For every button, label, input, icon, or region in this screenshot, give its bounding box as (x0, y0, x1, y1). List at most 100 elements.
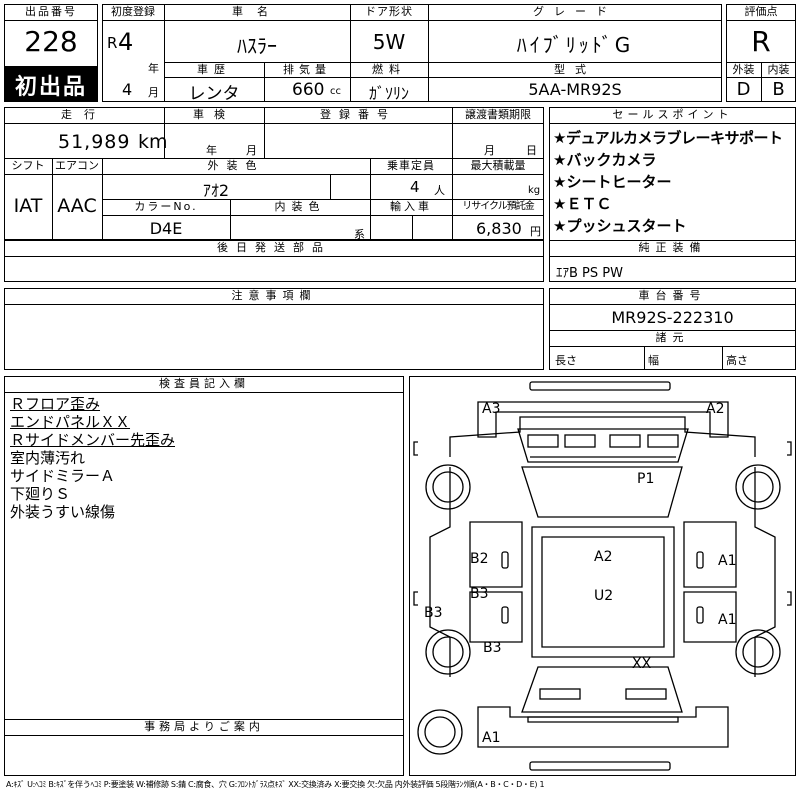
car-name: ﾊｽﾗｰ (237, 34, 277, 58)
sales-point-item: ★デュアルカメラブレーキサポート (553, 129, 783, 147)
shift-label: シフト (11, 159, 45, 172)
damage-mark: B3 (483, 640, 502, 656)
score: R (751, 25, 771, 58)
displacement-unit: cc (330, 86, 341, 97)
notes-box (4, 288, 544, 370)
damage-mark: A1 (718, 612, 737, 628)
recycle-unit: 円 (530, 225, 541, 238)
spec-length: 長さ (555, 354, 577, 367)
int-color-label: 内装色 (274, 200, 326, 213)
recycle-fee: 6,830 (476, 219, 522, 238)
car-name-label: 車名 (232, 5, 282, 18)
sales-points-list: ★デュアルカメラブレーキサポート ★バックカメラ ★シートヒーター ★ＥＴＣ ★… (549, 127, 796, 239)
recycle-label: リサイクル預託金 (462, 201, 535, 212)
reg-year-unit: 年 (148, 62, 159, 75)
max-load-label: 最大積載量 (470, 159, 526, 172)
reg-number-label: 登録番号 (320, 108, 396, 121)
details-box (4, 107, 544, 240)
door-label: ドア形状 (365, 5, 413, 18)
history: レンタ (188, 84, 240, 104)
specs-label: 諸元 (655, 331, 690, 344)
inspection-year-unit: 年 (206, 144, 217, 157)
legend-text: A:ｷｽﾞ U:ﾍｺﾐ B:ｷｽﾞを伴うﾍｺﾐ P:要塗装 W:補修跡 S:錆 … (6, 780, 545, 789)
ac-label: エアコン (55, 159, 99, 172)
door: 5W (372, 30, 406, 54)
sales-points-box (549, 107, 796, 282)
spec-width: 幅 (648, 354, 659, 367)
damage-mark: XX (632, 656, 652, 672)
transfer-month-unit: 月 (484, 144, 495, 157)
sales-points-label: セールスポイント (612, 108, 733, 121)
inspector-line: Ｒフロア歪み (10, 395, 101, 413)
inspector-line: 室内薄汚れ (10, 449, 86, 467)
inspection-month-unit: 月 (246, 144, 257, 157)
damage-diagram: A3 A2 P1 B2 A2 A1 B3 U2 A1 B3 B3 XX A1 (409, 376, 796, 776)
sales-point-item: ★ＥＴＣ (553, 195, 612, 213)
sales-point-item: ★シートヒーター (553, 173, 672, 191)
model-label: 型式 (554, 63, 596, 76)
color-no-label: カラーNo. (134, 200, 198, 213)
reg-year: 4 (118, 28, 134, 56)
first-listing-label: 初出品 (14, 75, 87, 100)
car-diagram-svg (413, 381, 792, 771)
mileage-unit: km (138, 131, 168, 153)
transfer-deadline-label: 譲渡書類期限 (465, 108, 531, 121)
sales-point-item: ★プッシュスタート (553, 217, 687, 235)
chassis-number: MR92S-222310 (611, 308, 734, 327)
reg-month-unit: 月 (148, 86, 159, 99)
damage-mark: A3 (482, 401, 501, 417)
spec-height: 高さ (726, 354, 748, 367)
exterior-label: 外装 (732, 63, 755, 76)
score-label: 評価点 (744, 5, 778, 18)
office-label: 事務局よりご案内 (144, 720, 264, 733)
inspector-line: サイドミラーＡ (10, 467, 116, 485)
sales-point-item: ★バックカメラ (553, 151, 657, 169)
exterior-grade: D (736, 79, 751, 100)
reg-month: 4 (122, 80, 133, 99)
inspection-label: 車検 (193, 108, 235, 121)
inspector-line: 下廻りＳ (10, 485, 71, 503)
color-no: D4E (149, 219, 183, 238)
import-label: 輸入車 (390, 200, 432, 213)
transfer-day-unit: 日 (526, 144, 537, 157)
lot-number: 228 (24, 25, 78, 58)
damage-mark: A1 (482, 730, 501, 746)
ext-color: ｱｵ2 (202, 181, 230, 200)
history-label: 車歴 (197, 63, 231, 76)
inspector-line: Ｒサイドメンバー先歪み (10, 431, 176, 449)
displacement: 660 (292, 80, 325, 100)
ac: AAC (57, 195, 97, 217)
inspector-line: 外装うすい線傷 (10, 503, 116, 521)
equipment-value: ｴｱB PS PW (556, 266, 623, 281)
shift: IAT (13, 195, 43, 217)
inspector-line: エンドパネルＸＸ (10, 413, 131, 431)
lot-number-label: 出品番号 (25, 5, 77, 18)
notes-label: 注意事項欄 (231, 289, 317, 302)
inspector-label: 検査員記入欄 (159, 377, 249, 390)
int-color-unit: 系 (354, 228, 365, 241)
later-parts-box (4, 240, 544, 282)
interior-label: 内装 (767, 63, 790, 76)
model: 5AA-MR92S (528, 80, 622, 99)
first-listing-badge (5, 66, 97, 101)
inspector-notes: Ｒフロア歪み エンドパネルＸＸ Ｒサイドメンバー先歪み 室内薄汚れ サイドミラー… (4, 395, 404, 715)
first-reg-label: 初度登録 (111, 5, 155, 18)
mileage-label: 走行 (61, 108, 107, 121)
ext-color-label: 外装色 (207, 159, 265, 172)
grade: ﾊｲﾌﾞﾘｯﾄﾞG (516, 33, 634, 57)
damage-mark: P1 (637, 471, 655, 487)
damage-mark: B2 (470, 551, 489, 567)
chassis-label: 車台番号 (638, 289, 707, 302)
chassis-box (549, 288, 796, 370)
inspector-box (4, 376, 404, 776)
interior-grade: B (772, 79, 785, 100)
later-parts-label: 後日発送部品 (217, 241, 331, 254)
displacement-label: 排気量 (283, 63, 331, 76)
capacity-unit: 人 (434, 184, 445, 197)
damage-mark: U2 (594, 588, 614, 604)
damage-mark: B3 (470, 586, 489, 602)
fuel-label: 燃料 (372, 63, 406, 76)
equipment-label: 純正装備 (638, 241, 707, 254)
damage-mark: A1 (718, 553, 737, 569)
damage-mark: A2 (594, 549, 613, 565)
